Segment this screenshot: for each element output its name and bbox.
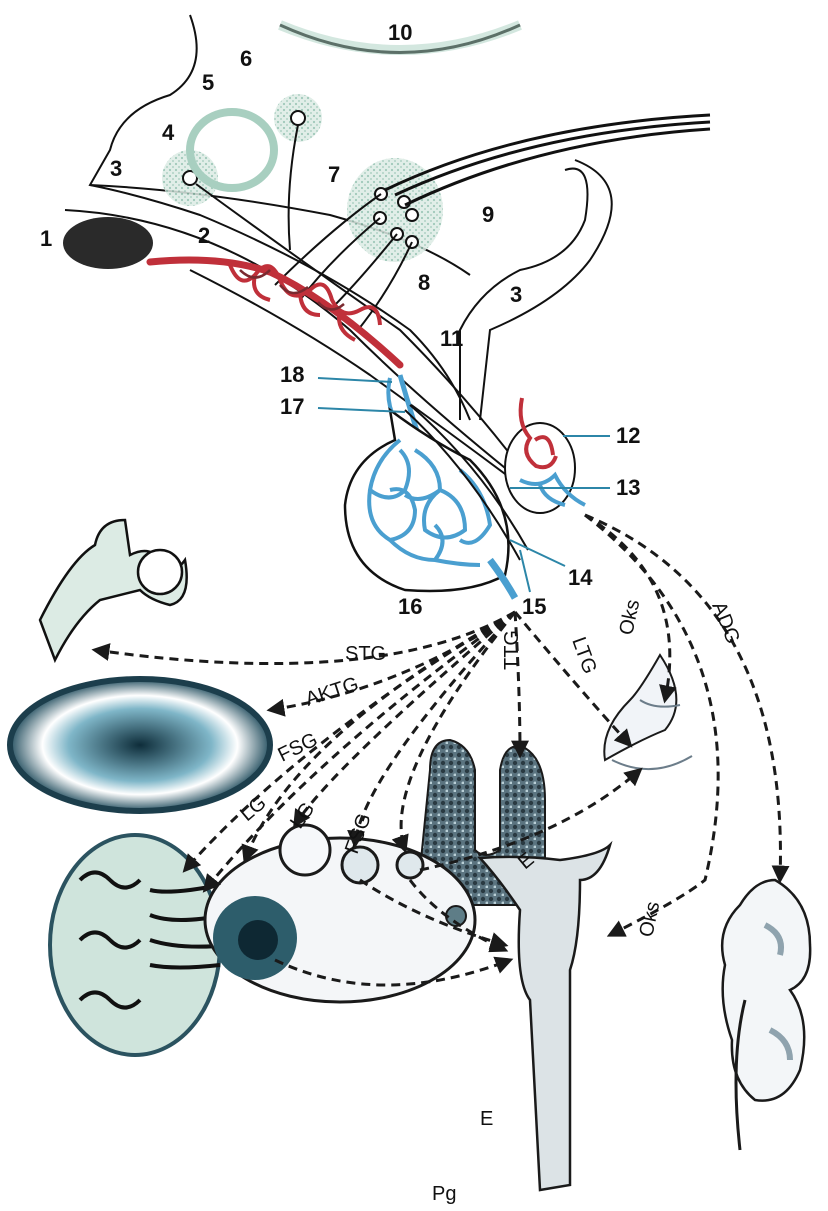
label-17: 17 — [280, 394, 304, 419]
label-adg: ADG — [707, 599, 744, 647]
label-13: 13 — [616, 475, 640, 500]
label-16: 16 — [398, 594, 422, 619]
bone-icon — [40, 520, 187, 660]
label-18: 18 — [280, 362, 304, 387]
label-3-left: 3 — [110, 156, 122, 181]
label-10: 10 — [388, 20, 412, 45]
neuron-d — [406, 209, 418, 221]
kidney-icon — [722, 880, 810, 1150]
label-8: 8 — [418, 270, 430, 295]
pointer-18 — [318, 378, 392, 382]
follicle-small — [397, 852, 423, 878]
label-12: 12 — [616, 423, 640, 448]
label-e-2: E — [480, 1108, 493, 1130]
label-3-right: 3 — [510, 282, 522, 307]
arrow-stg — [95, 612, 515, 664]
follicle-large — [280, 825, 330, 875]
pointer-14 — [510, 540, 565, 566]
testis-icon — [50, 835, 230, 1055]
nucleus-5 — [190, 112, 274, 188]
axon-from-6 — [289, 125, 298, 250]
label-aktg: AKTG — [303, 673, 362, 711]
corpus-luteum-core — [238, 920, 278, 960]
optic-chiasm — [63, 217, 153, 269]
label-lg-1: LG — [236, 792, 271, 826]
nucleus-6-neuron — [291, 111, 305, 125]
label-pg: Pg — [432, 1183, 456, 1205]
right-brain-outline-2 — [480, 160, 612, 420]
label-oks-1: Oks — [615, 598, 644, 637]
label-11: 11 — [440, 326, 463, 351]
right-brain-outline — [460, 169, 588, 420]
label-6: 6 — [240, 46, 252, 71]
arrow-adg — [585, 515, 780, 880]
label-2: 2 — [198, 223, 210, 248]
label-stg: STG — [345, 643, 386, 665]
label-1: 1 — [40, 226, 52, 251]
label-ltg: LTG — [567, 634, 600, 677]
nucleus-7 — [347, 158, 443, 262]
label-14: 14 — [568, 565, 593, 590]
afferent-fibres — [385, 115, 710, 205]
label-7: 7 — [328, 162, 340, 187]
label-oks-2: Oks — [635, 900, 664, 939]
pointer-15 — [520, 550, 530, 592]
label-ttg: TTG — [501, 630, 523, 670]
label-4: 4 — [162, 120, 175, 145]
adrenal-icon — [10, 679, 270, 811]
label-15: 15 — [522, 594, 546, 619]
label-9: 9 — [482, 202, 494, 227]
label-5: 5 — [202, 70, 214, 95]
